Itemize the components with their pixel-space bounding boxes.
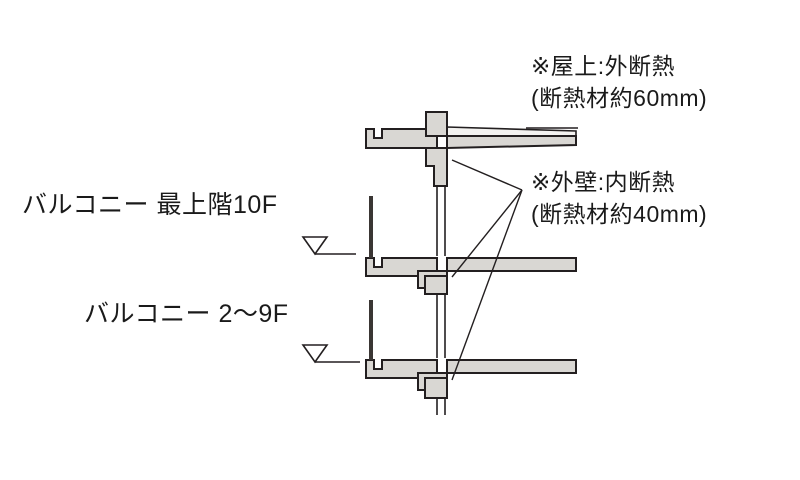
note-wall-line2: (断熱材約40mm) — [531, 201, 708, 227]
wall-note-leader-lines — [451, 159, 523, 381]
roof-slab — [446, 135, 577, 150]
handrail-post-top — [369, 196, 373, 258]
handrail-post-bottom — [369, 300, 373, 360]
typical-floor-beam — [417, 372, 448, 399]
note-wall-line1: ※外壁:内断熱 — [531, 169, 676, 195]
level-mark-top — [301, 236, 356, 256]
tenth-floor-beam — [417, 270, 448, 295]
top-floor-column — [425, 147, 448, 187]
level-mark-bottom — [301, 344, 360, 364]
note-wall-insulation: ※外壁:内断熱 (断熱材約40mm) — [531, 166, 707, 230]
note-roof-insulation: ※屋上:外断熱 (断熱材約60mm) — [531, 50, 707, 114]
note-roof-line2: (断熱材約60mm) — [531, 85, 708, 111]
roof-parapet — [425, 111, 448, 137]
label-typical-floor-balcony: バルコニー 2〜9F — [84, 300, 289, 328]
label-top-floor-balcony: バルコニー 最上階10F — [22, 191, 278, 219]
note-roof-line1: ※屋上:外断熱 — [531, 53, 676, 79]
exterior-wall — [436, 186, 446, 415]
top-balcony-slab — [365, 128, 438, 149]
typical-floor-slab — [446, 359, 577, 374]
tenth-floor-slab — [446, 257, 577, 272]
